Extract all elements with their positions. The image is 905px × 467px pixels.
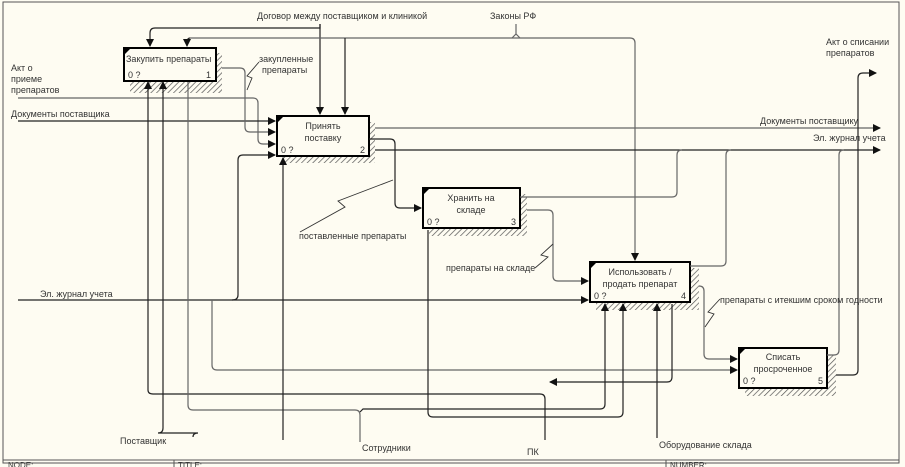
arrow-label-act-acceptance-3: препаратов (11, 85, 60, 95)
arrow-label-supplier-docs: Документы поставщика (11, 109, 110, 119)
arrow-supplied[interactable]: поставленные препараты (299, 138, 422, 241)
arrow-label-act-writeoff-1: Акт о списании (826, 37, 889, 47)
arrow-purchased[interactable]: закупленные препараты (222, 54, 313, 136)
arrow-label-docs-to-supplier: Документы поставщику (760, 116, 859, 126)
activity-2-cost: 0 ? (281, 145, 294, 155)
footer-number-label: NUMBER: (670, 461, 707, 467)
activity-2-label-line2: поставку (305, 133, 342, 143)
arrow-expired[interactable]: препараты с итекшим сроком годности (698, 285, 883, 363)
arrow-label-equipment: Оборудование склада (659, 440, 752, 450)
activity-box-5[interactable]: Списать просроченное 0 ? 5 (738, 347, 836, 396)
activity-2-number: 2 (360, 145, 365, 155)
arrow-label-supplied: поставленные препараты (299, 231, 406, 241)
arrow-laws[interactable]: Законы РФ (183, 11, 639, 261)
activity-5-label-line2: просроченное (754, 364, 813, 374)
arrow-label-staff: Сотрудники (362, 443, 411, 453)
arrow-label-journal-in: Эл. журнал учета (40, 289, 113, 299)
activity-5-cost: 0 ? (743, 376, 756, 386)
activity-4-label-line2: продать препарат (603, 279, 678, 289)
activity-4-label-line1: Использовать / (609, 267, 672, 277)
arrow-pc[interactable]: ПК (279, 157, 627, 457)
arrow-journal-in[interactable]: Эл. журнал учета (18, 151, 589, 304)
activity-5-label-line1: Списать (766, 352, 801, 362)
arrow-docs-to-supplier[interactable]: Документы поставщику (375, 116, 881, 132)
footer-title-label: TITLE: (178, 461, 202, 467)
arrow-supplier-docs[interactable]: Документы поставщика (11, 109, 276, 125)
activity-1-cost: 0 ? (128, 70, 141, 80)
activity-box-2[interactable]: Принять поставку 0 ? 2 (276, 115, 375, 163)
activity-box-1[interactable]: Закупить препараты 0 ? 1 (123, 47, 222, 93)
activity-3-label-line2: складе (456, 205, 485, 215)
footer-node-label: NODE: (8, 461, 33, 467)
arrow-label-pc: ПК (527, 447, 539, 457)
activity-5-number: 5 (818, 376, 823, 386)
diagram-footer: NODE: TITLE: NUMBER: (3, 459, 899, 467)
arrow-label-in-stock: препараты на складе (446, 263, 535, 273)
activity-3-cost: 0 ? (427, 217, 440, 227)
arrow-supplier[interactable]: Поставщик (120, 81, 546, 446)
arrow-label-contract: Договор между поставщиком и клиникой (257, 11, 427, 21)
arrow-label-purchased-2: препараты (262, 65, 307, 75)
activity-4-number: 4 (681, 291, 686, 301)
activity-4-cost: 0 ? (594, 291, 607, 301)
arrow-label-supplier: Поставщик (120, 436, 166, 446)
arrow-label-laws: Законы РФ (490, 11, 536, 21)
activity-1-number: 1 (206, 70, 211, 80)
arrow-label-journal-out: Эл. журнал учета (813, 133, 886, 143)
activity-box-4[interactable]: Использовать / продать препарат 0 ? 4 (589, 261, 699, 310)
arrow-label-act-acceptance-1: Акт о (11, 63, 33, 73)
activity-2-label-line1: Принять (305, 121, 340, 131)
arrow-label-act-writeoff-2: препаратов (826, 48, 875, 58)
arrow-label-purchased-1: закупленные (259, 54, 313, 64)
activity-box-3[interactable]: Хранить на складе 0 ? 3 (422, 187, 527, 236)
arrow-contract[interactable]: Договор между поставщиком и клиникой (146, 11, 427, 115)
arrow-journal-a5[interactable] (211, 300, 738, 374)
arrow-label-expired: препараты с итекшим сроком годности (720, 295, 883, 305)
arrow-act-writeoff[interactable]: Акт о списании препаратов (826, 37, 889, 376)
arrow-staff[interactable]: Сотрудники (187, 82, 609, 453)
activity-3-number: 3 (511, 217, 516, 227)
activity-1-label: Закупить препараты (126, 54, 211, 64)
activity-3-label-line1: Хранить на (447, 193, 494, 203)
arrow-label-act-acceptance-2: приеме (11, 74, 42, 84)
arrow-in-stock[interactable]: препараты на складе (446, 209, 589, 285)
arrow-equipment[interactable]: Оборудование склада (549, 303, 752, 450)
arrow-journal-out[interactable]: Эл. журнал учета (375, 133, 886, 356)
